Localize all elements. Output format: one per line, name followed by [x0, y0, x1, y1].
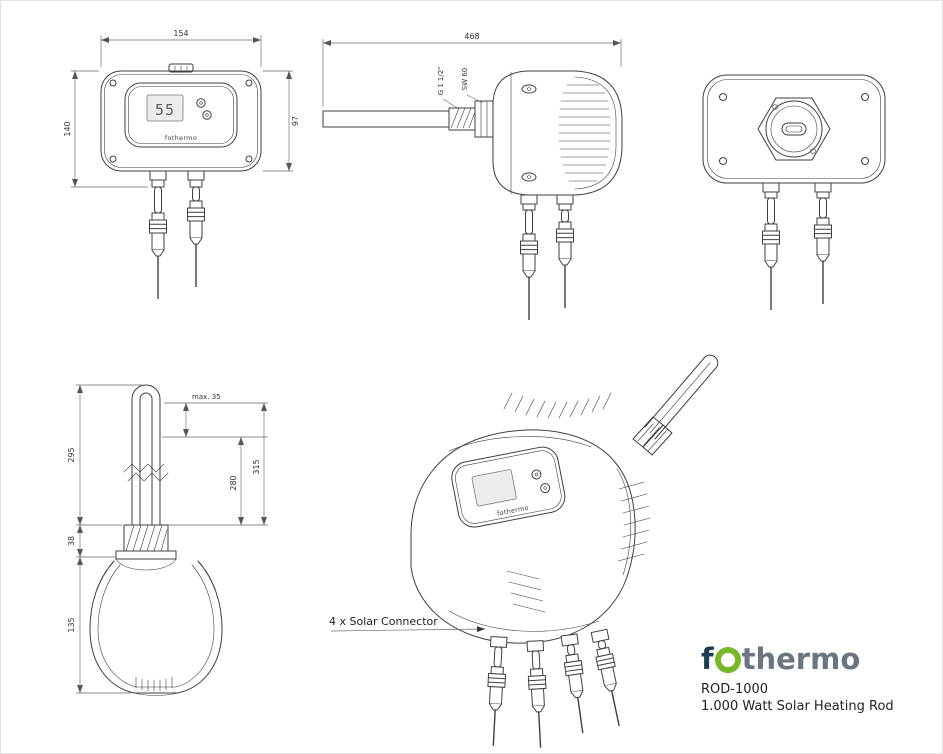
rear-mounting-nut — [757, 97, 831, 161]
max-unheated-note: max. 35 — [192, 393, 221, 401]
dim-heated-length-label: 280 — [229, 475, 238, 490]
front-indicator-icon — [196, 98, 206, 108]
solar-connector — [813, 217, 833, 305]
product-subtitle: 1.000 Watt Solar Heating Rod — [701, 699, 894, 714]
side-dimensions — [322, 39, 622, 107]
brand-logo: f thermo — [701, 645, 936, 674]
thread-size-label: G 1 1/2" — [437, 67, 445, 96]
u-rod — [123, 384, 169, 526]
perspective-logo-text: fothermo — [496, 504, 529, 518]
rear-view-drawing — [702, 74, 886, 311]
front-dim-height-left-label: 140 — [63, 121, 72, 136]
solar-connector-annotation: 4 x Solar Connector — [329, 615, 438, 628]
perspective-top-grill — [503, 392, 612, 419]
title-block: f thermo ROD-1000 1.000 Watt Solar Heati… — [701, 645, 936, 715]
side-vent-slats — [558, 84, 611, 182]
dim-rod-length-label: 295 — [67, 447, 76, 462]
brand-letter-f: f — [701, 642, 714, 676]
side-housing-outline — [492, 70, 623, 196]
side-heating-rod — [322, 100, 494, 138]
front-display-value: 55 — [155, 101, 175, 119]
side-dim-length-label: 468 — [464, 32, 479, 41]
model-number: ROD-1000 — [701, 682, 769, 697]
perspective-connector-b — [526, 640, 550, 749]
solar-connector — [555, 221, 575, 309]
rear-housing-outline — [702, 74, 886, 184]
perspective-housing — [410, 429, 636, 644]
perspective-connector-d — [590, 628, 629, 729]
perspective-view-drawing: fothermo 4 x Solar Connector — [329, 354, 719, 749]
perspective-side-vents — [506, 481, 651, 613]
front-housing-outline — [100, 63, 262, 172]
front-dim-width-label: 154 — [173, 29, 188, 38]
solar-connector — [186, 200, 206, 288]
bottom-dome — [89, 560, 223, 696]
dim-thread-height-label: 38 — [67, 536, 76, 546]
front-display-screen — [146, 94, 184, 122]
dim-dome-height-label: 135 — [67, 617, 76, 632]
brand-suffix-text: thermo — [741, 642, 861, 676]
perspective-heating-rod — [632, 354, 719, 456]
perspective-connector-a — [484, 636, 508, 747]
solar-connector — [519, 233, 539, 321]
front-dim-height-right-label: 97 — [291, 116, 300, 126]
dome-vent-slots — [135, 676, 173, 692]
solar-connector — [761, 223, 781, 311]
front-view-drawing: 154 140 97 55 fothermo — [63, 29, 300, 300]
brand-o-ring-icon — [714, 646, 741, 673]
dim-immersion-length-label: 315 — [252, 459, 261, 474]
side-view-drawing: 468 G 1 1/2" SW 60 — [322, 32, 623, 321]
bottom-dimensions-left — [76, 384, 142, 694]
solar-connector — [148, 212, 168, 300]
perspective-display-panel: fothermo — [451, 446, 566, 528]
front-dimensions — [71, 35, 293, 188]
bottom-view-drawing: 295 38 135 max. 35 280 315 — [67, 384, 268, 696]
perspective-connector-c — [560, 633, 592, 735]
front-display-panel — [124, 82, 238, 148]
bottom-dimensions-right — [162, 402, 268, 526]
wrench-size-label: SW 60 — [461, 68, 469, 91]
perspective-display-screen — [471, 469, 517, 507]
front-logo-text: fothermo — [165, 134, 197, 142]
rear-connectors — [762, 182, 832, 225]
annotation-leader-arrow — [330, 626, 486, 633]
bottom-thread — [115, 524, 177, 571]
front-indicator-icon-2 — [202, 110, 212, 120]
